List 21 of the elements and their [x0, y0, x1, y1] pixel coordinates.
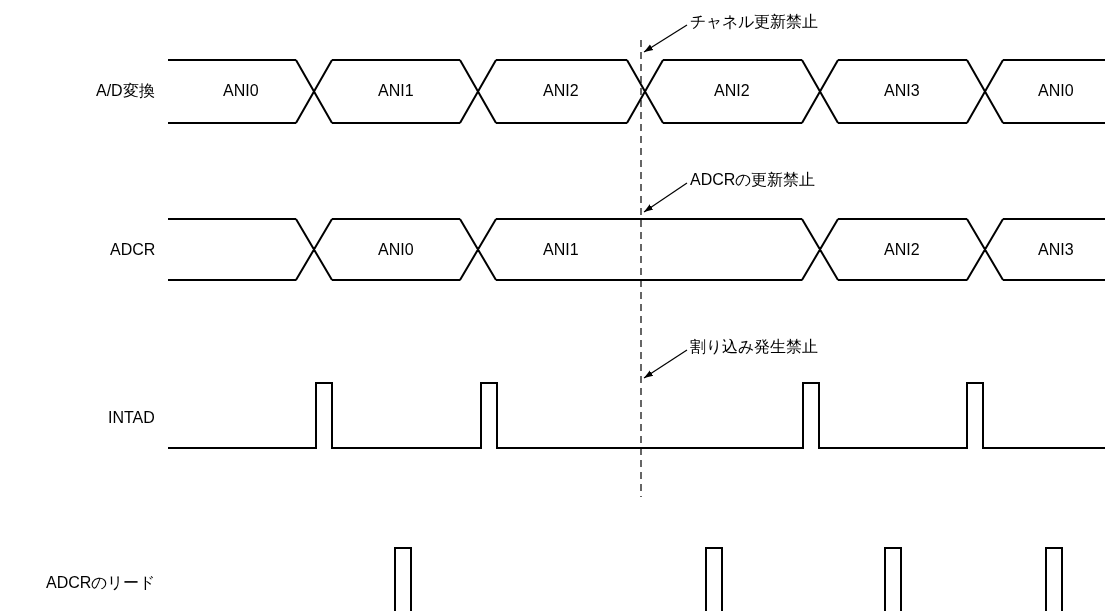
bus-value-label: ANI1 [378, 81, 414, 101]
bus-value-label: ANI2 [884, 240, 920, 260]
bus-value-label: ANI0 [378, 240, 414, 260]
annotation-text: ADCRの更新禁止 [690, 170, 816, 190]
leader-line [643, 182, 688, 213]
dashed-line [640, 39, 642, 498]
bus-value-label: ANI0 [223, 81, 259, 101]
bus-value-label: ANI2 [543, 81, 579, 101]
bus-value-label: ANI0 [1038, 81, 1074, 101]
signal-name: ADCRのリード [46, 573, 156, 593]
bus-value-label: ANI3 [1038, 240, 1074, 260]
bus-value-label: ANI2 [714, 81, 750, 101]
signal-name: INTAD [108, 408, 155, 428]
bus-value-label: ANI3 [884, 81, 920, 101]
annotation-text: チャネル更新禁止 [690, 12, 818, 32]
signal-name: ADCR [110, 240, 156, 260]
bus-value-label: ANI1 [543, 240, 579, 260]
leader-line [643, 349, 688, 379]
annotation-text: 割り込み発生禁止 [690, 337, 818, 357]
leader-line [643, 24, 688, 53]
signal-name: A/D変換 [96, 81, 155, 101]
